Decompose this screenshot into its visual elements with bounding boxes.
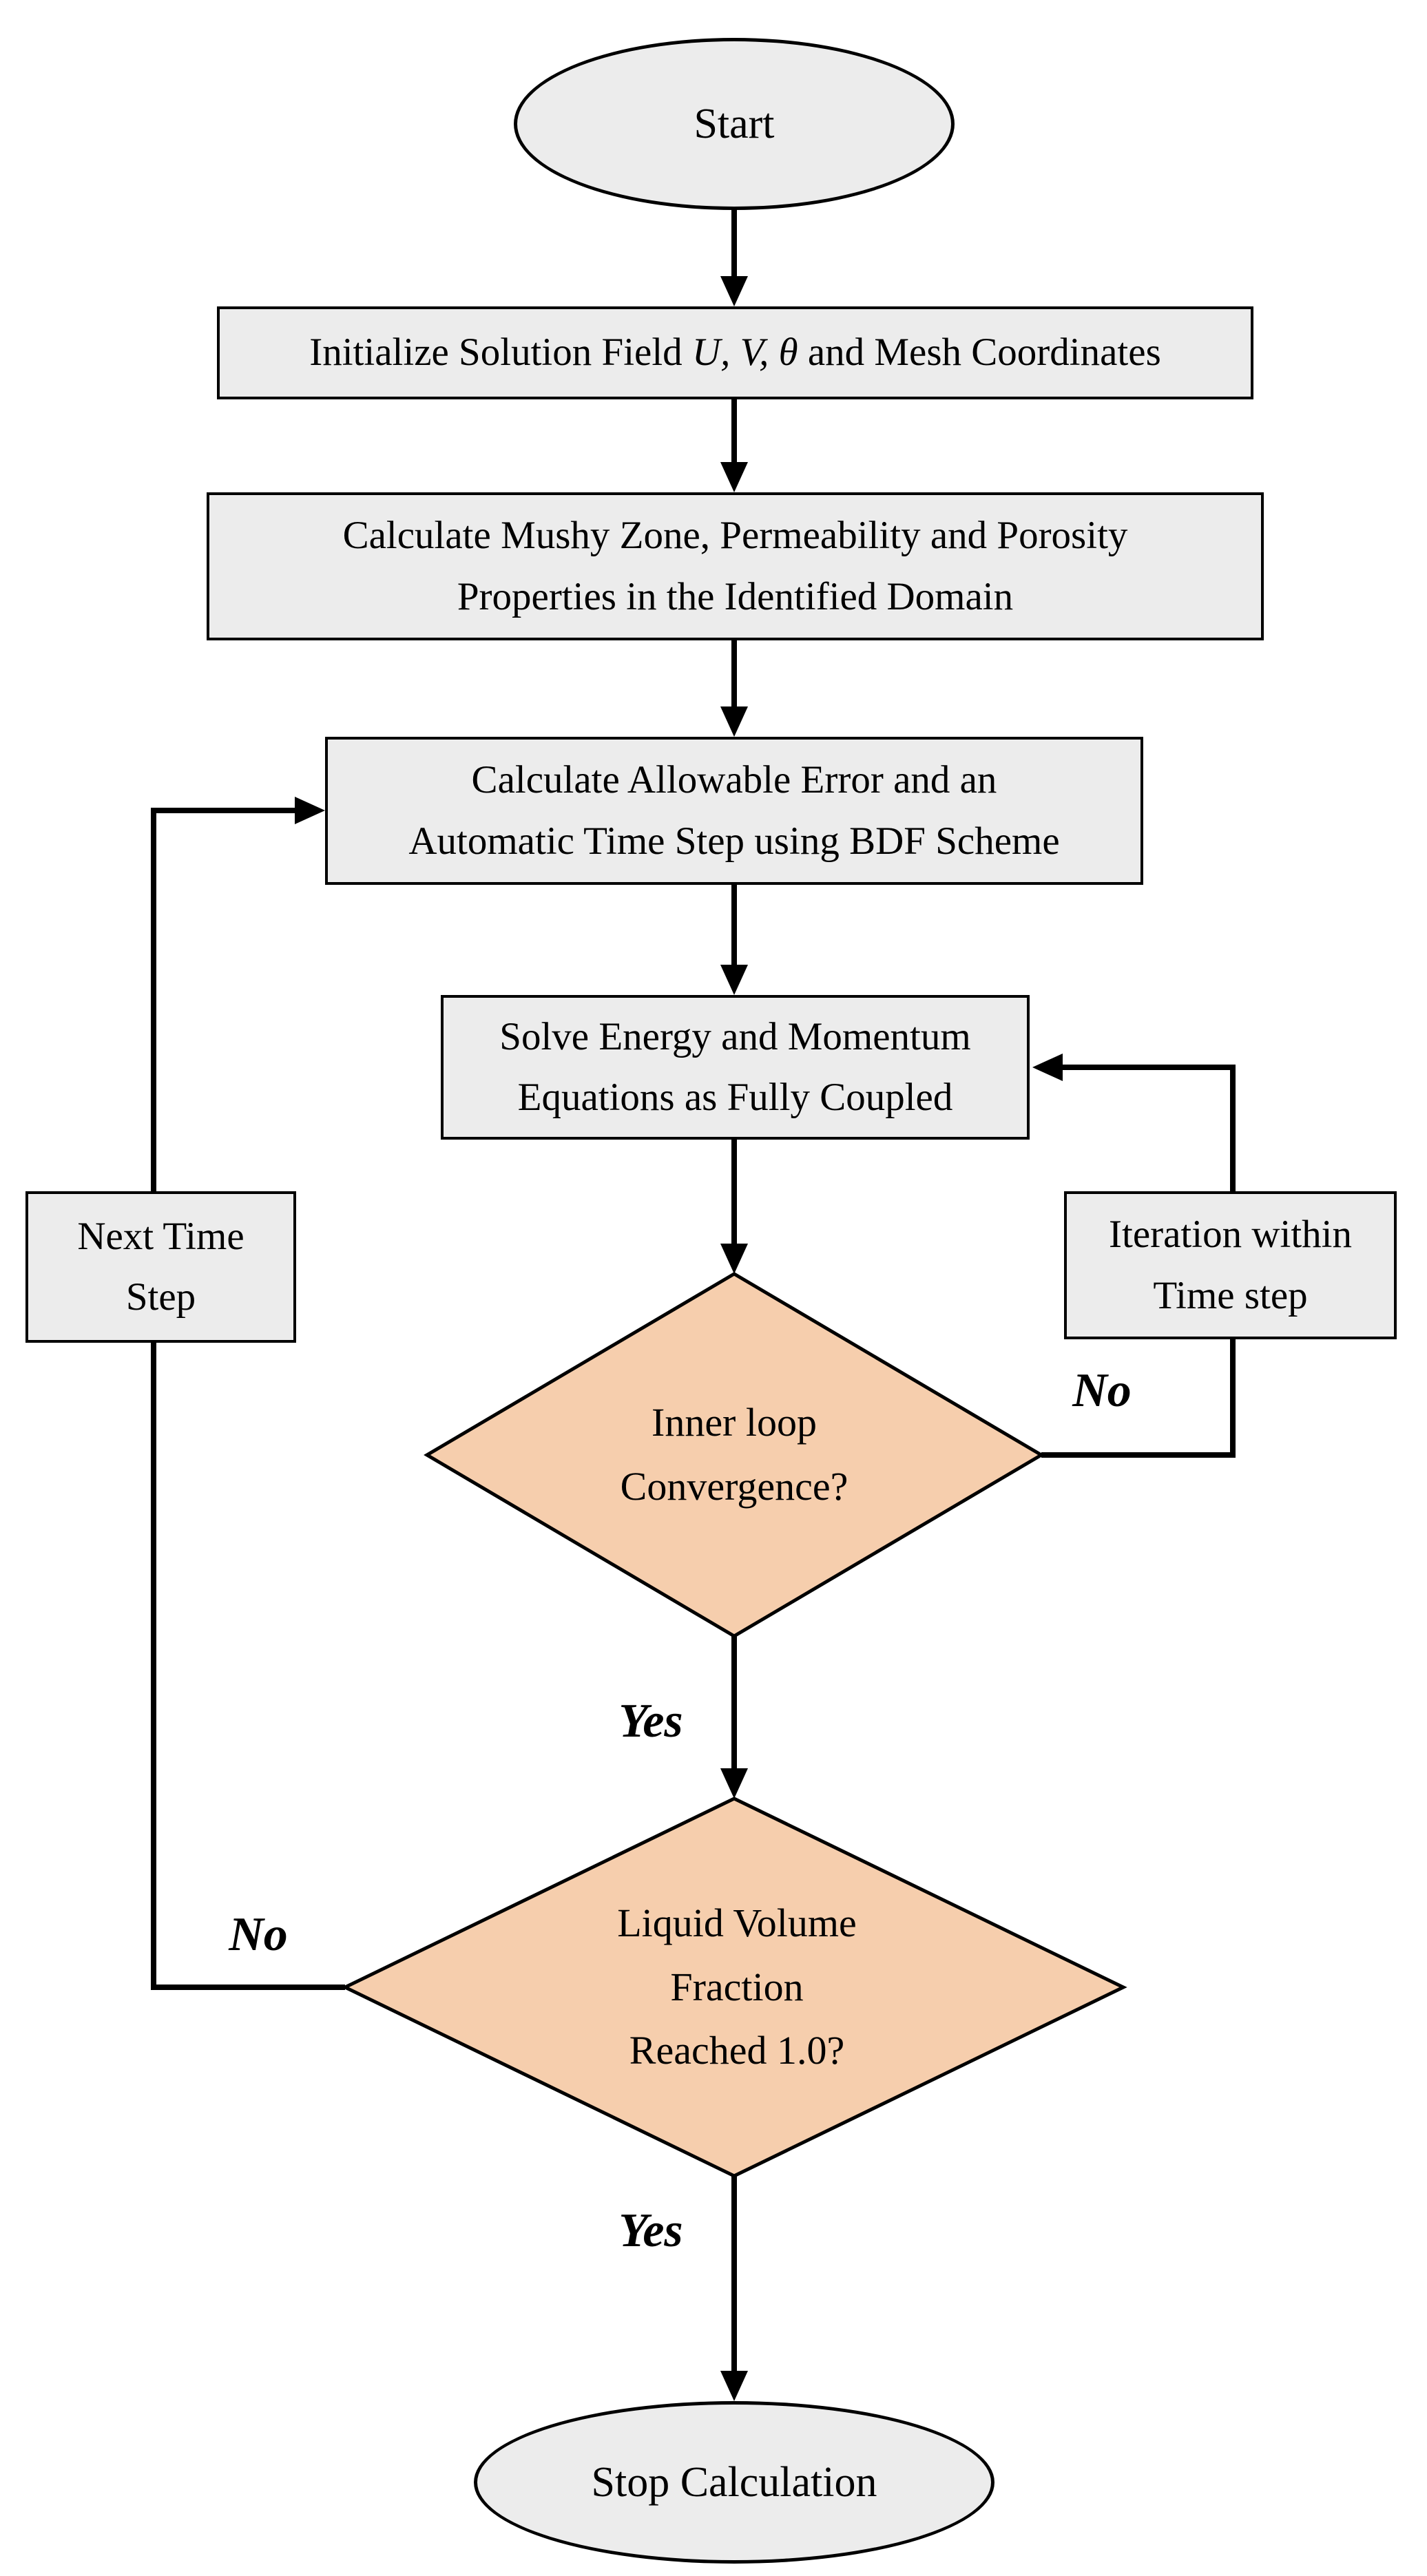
volume-decision-line-2: Fraction bbox=[670, 1964, 804, 2009]
inner-decision-diamond bbox=[424, 1272, 1045, 1638]
arrowhead-into-allowable bbox=[720, 706, 748, 737]
arrowhead-into-allowable-left bbox=[295, 797, 325, 824]
arrowhead-into-initialize bbox=[720, 276, 748, 306]
volume-no-label: No bbox=[229, 1908, 288, 1961]
mushy-line-1: Calculate Mushy Zone, Permeability and P… bbox=[342, 514, 1128, 558]
edge-volume-no-loop bbox=[151, 808, 345, 1990]
inner-decision-line-1: Inner loop bbox=[652, 1400, 817, 1445]
initialize-text-post: and Mesh Coordinates bbox=[798, 331, 1161, 375]
mushy-process: Calculate Mushy Zone, Permeability and P… bbox=[207, 492, 1264, 640]
solve-process: Solve Energy and Momentum Equations as F… bbox=[441, 995, 1030, 1140]
next-time-line-1: Next Time bbox=[77, 1214, 244, 1258]
allowable-line-2: Automatic Time Step using BDF Scheme bbox=[408, 819, 1060, 863]
initialize-text-pre: Initialize Solution Field bbox=[309, 331, 692, 375]
inner-no-label: No bbox=[1072, 1364, 1132, 1417]
volume-decision-label: Liquid Volume Fraction Reached 1.0? bbox=[530, 1878, 944, 2096]
volume-yes-label: Yes bbox=[618, 2204, 683, 2257]
arrowhead-into-stop bbox=[720, 2371, 748, 2401]
next-time-line-2: Step bbox=[125, 1275, 196, 1319]
initialize-process: Initialize Solution Field U, V, θ and Me… bbox=[217, 306, 1253, 399]
initialize-variables: U, V, θ bbox=[691, 331, 798, 375]
arrowhead-into-mushy bbox=[720, 462, 748, 492]
allowable-process: Calculate Allowable Error and an Automat… bbox=[325, 737, 1143, 885]
volume-decision-diamond bbox=[341, 1797, 1127, 2178]
inner-yes-label: Yes bbox=[618, 1695, 683, 1748]
start-label: Start bbox=[694, 100, 775, 147]
volume-decision-line-1: Liquid Volume bbox=[617, 1900, 857, 1945]
inner-decision-label: Inner loop Convergence? bbox=[528, 1379, 941, 1531]
iteration-line-1: Iteration within bbox=[1109, 1213, 1352, 1257]
start-terminal: Start bbox=[514, 38, 955, 210]
allowable-line-1: Calculate Allowable Error and an bbox=[471, 758, 997, 802]
solve-line-2: Equations as Fully Coupled bbox=[517, 1076, 953, 1119]
stop-label: Stop Calculation bbox=[591, 2458, 877, 2506]
solve-line-1: Solve Energy and Momentum bbox=[499, 1014, 971, 1058]
inner-decision-line-2: Convergence? bbox=[620, 1464, 848, 1509]
mushy-line-2: Properties in the Identified Domain bbox=[457, 574, 1014, 618]
iteration-line-2: Time step bbox=[1153, 1273, 1308, 1317]
volume-decision-line-3: Reached 1.0? bbox=[629, 2028, 845, 2073]
stop-terminal: Stop Calculation bbox=[474, 2401, 994, 2564]
next-time-box: Next Time Step bbox=[25, 1191, 296, 1343]
arrowhead-into-volume-decision bbox=[720, 1768, 748, 1799]
iteration-box: Iteration within Time step bbox=[1064, 1191, 1397, 1339]
arrowhead-into-inner-decision bbox=[720, 1244, 748, 1274]
arrowhead-into-solve bbox=[720, 965, 748, 995]
arrowhead-into-solve-right bbox=[1032, 1054, 1063, 1081]
initialize-label: Initialize Solution Field U, V, θ and Me… bbox=[309, 322, 1161, 383]
